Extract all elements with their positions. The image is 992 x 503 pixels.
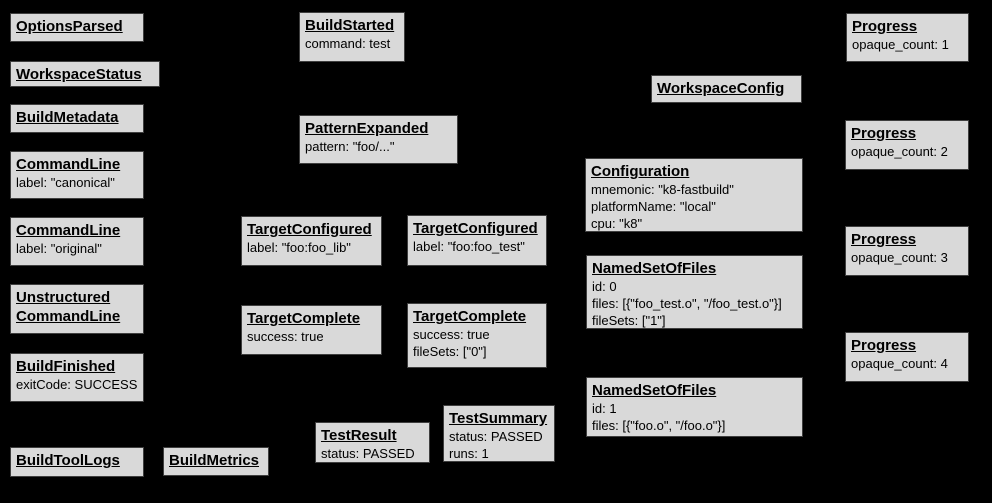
event-field: status: PASSED	[449, 429, 543, 444]
event-box-progress-3: Progress opaque_count: 3	[845, 226, 969, 276]
event-box-workspace-config: WorkspaceConfig	[651, 75, 802, 103]
event-title: CommandLine	[16, 222, 121, 239]
event-field: label: "original"	[16, 241, 102, 256]
event-field: fileSets: ["0"]	[413, 344, 487, 359]
event-field: id: 1	[592, 401, 617, 416]
event-title: TargetComplete	[413, 308, 527, 325]
event-box-target-complete-lib: TargetComplete success: true	[241, 305, 382, 355]
event-box-configuration: Configuration mnemonic: "k8-fastbuild" p…	[585, 158, 803, 232]
event-field: files: [{"foo.o", "/foo.o"}]	[592, 418, 726, 433]
event-field: opaque_count: 1	[852, 37, 949, 52]
event-title: Unstructured CommandLine	[16, 289, 121, 325]
event-box-unstructured-command-line: Unstructured CommandLine	[10, 284, 144, 334]
event-title: OptionsParsed	[16, 18, 123, 35]
event-box-build-started: BuildStarted command: test	[299, 12, 405, 62]
event-field: fileSets: ["1"]	[592, 313, 666, 328]
event-title: CommandLine	[16, 156, 121, 173]
event-box-progress-2: Progress opaque_count: 2	[845, 120, 969, 170]
event-box-target-configured-foo-test: TargetConfigured label: "foo:foo_test"	[407, 215, 547, 266]
event-title: Configuration	[591, 163, 690, 180]
event-box-build-tool-logs: BuildToolLogs	[10, 447, 144, 477]
event-field: mnemonic: "k8-fastbuild"	[591, 182, 734, 197]
event-title: NamedSetOfFiles	[592, 382, 717, 399]
event-title: WorkspaceStatus	[16, 66, 142, 83]
event-field: cpu: "k8"	[591, 216, 643, 231]
event-field: command: test	[305, 36, 391, 51]
event-title: Progress	[851, 125, 917, 142]
event-field: opaque_count: 3	[851, 250, 948, 265]
event-box-command-line-canonical: CommandLine label: "canonical"	[10, 151, 144, 199]
event-field: files: [{"foo_test.o", "/foo_test.o"}]	[592, 296, 782, 311]
event-title: PatternExpanded	[305, 120, 429, 137]
event-box-build-metrics: BuildMetrics	[163, 447, 269, 476]
event-title: BuildFinished	[16, 358, 116, 375]
event-field: success: true	[247, 329, 324, 344]
event-box-build-metadata: BuildMetadata	[10, 104, 144, 133]
event-field: label: "foo:foo_test"	[413, 239, 525, 254]
event-box-pattern-expanded: PatternExpanded pattern: "foo/..."	[299, 115, 458, 164]
event-box-test-result: TestResult status: PASSED	[315, 422, 430, 463]
event-field: label: "foo:foo_lib"	[247, 240, 351, 255]
event-title: TargetConfigured	[247, 221, 372, 238]
event-title: TestResult	[321, 427, 397, 444]
event-box-command-line-original: CommandLine label: "original"	[10, 217, 144, 266]
event-box-named-set-of-files-0: NamedSetOfFiles id: 0 files: [{"foo_test…	[586, 255, 803, 329]
event-field: label: "canonical"	[16, 175, 115, 190]
event-field: pattern: "foo/..."	[305, 139, 395, 154]
event-title: Progress	[851, 337, 917, 354]
event-field: status: PASSED	[321, 446, 415, 461]
event-title: BuildStarted	[305, 17, 395, 34]
event-box-build-finished: BuildFinished exitCode: SUCCESS	[10, 353, 144, 402]
event-field: opaque_count: 4	[851, 356, 948, 371]
event-title: WorkspaceConfig	[657, 80, 785, 97]
event-field: id: 0	[592, 279, 617, 294]
event-title: BuildMetadata	[16, 109, 119, 126]
event-title: BuildMetrics	[169, 452, 260, 469]
event-title: TargetComplete	[247, 310, 361, 327]
event-title: BuildToolLogs	[16, 452, 120, 469]
event-title: Progress	[851, 231, 917, 248]
event-title: TestSummary	[449, 410, 548, 427]
event-box-options-parsed: OptionsParsed	[10, 13, 144, 42]
event-title: NamedSetOfFiles	[592, 260, 717, 277]
event-box-named-set-of-files-1: NamedSetOfFiles id: 1 files: [{"foo.o", …	[586, 377, 803, 437]
event-box-target-complete-test: TargetComplete success: true fileSets: […	[407, 303, 547, 368]
event-field: exitCode: SUCCESS	[16, 377, 138, 392]
event-title: TargetConfigured	[413, 220, 538, 237]
event-box-test-summary: TestSummary status: PASSED runs: 1	[443, 405, 555, 462]
event-box-progress-4: Progress opaque_count: 4	[845, 332, 969, 382]
event-box-workspace-status: WorkspaceStatus	[10, 61, 160, 87]
event-field: opaque_count: 2	[851, 144, 948, 159]
event-title: Progress	[852, 18, 918, 35]
event-box-progress-1: Progress opaque_count: 1	[846, 13, 969, 62]
event-field: success: true	[413, 327, 490, 342]
event-field: runs: 1	[449, 446, 489, 461]
event-field: platformName: "local"	[591, 199, 716, 214]
event-box-target-configured-foo-lib: TargetConfigured label: "foo:foo_lib"	[241, 216, 382, 266]
